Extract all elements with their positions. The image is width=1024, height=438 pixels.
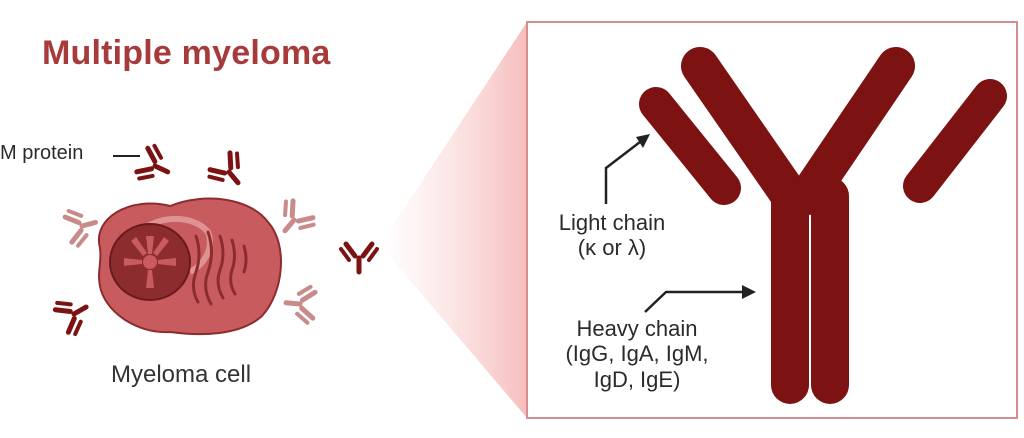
m-protein-antibody-faded <box>64 205 100 247</box>
heavy-chain-line3: IgD, IgE) <box>593 366 681 392</box>
heavy-chain-label: Heavy chain (IgG, IgA, IgM, IgD, IgE) <box>557 316 717 392</box>
large-antibody <box>639 47 1007 404</box>
m-protein-label: M protein <box>0 142 84 164</box>
light-chain-right <box>903 79 1007 203</box>
chromatin <box>124 236 176 288</box>
m-protein-antibody-faded <box>271 198 317 243</box>
m-protein-antibody <box>135 144 176 188</box>
light-chain-line1: Light chain <box>558 210 666 235</box>
light-chain-arrowhead <box>636 134 650 148</box>
heavy-chain-left-arm <box>681 47 809 215</box>
light-chain-label: Light chain (κ or λ) <box>543 210 681 261</box>
light-chain-arrow <box>604 141 641 204</box>
endoplasmic-reticulum <box>191 230 248 306</box>
heavy-chain-arrow <box>644 290 744 313</box>
myeloma-cell-label: Myeloma cell <box>111 361 252 388</box>
heavy-chain-line2: (IgG, IgA, IgM, <box>565 341 709 367</box>
m-protein-antibody-faded <box>284 285 315 323</box>
m-protein-antibody <box>341 244 377 272</box>
light-chain-left <box>639 87 741 205</box>
heavy-chain-right-arm <box>789 47 915 215</box>
heavy-chain-arrowhead <box>742 285 756 299</box>
m-protein-antibody <box>53 291 95 336</box>
zoom-projection <box>380 22 527 418</box>
light-chain-line2: (κ or λ) <box>577 235 647 261</box>
myeloma-cell <box>97 197 282 336</box>
heavy-chain-line1: Heavy chain <box>576 316 698 341</box>
m-protein-antibody <box>206 150 252 195</box>
page-title: Multiple myeloma <box>42 34 331 72</box>
